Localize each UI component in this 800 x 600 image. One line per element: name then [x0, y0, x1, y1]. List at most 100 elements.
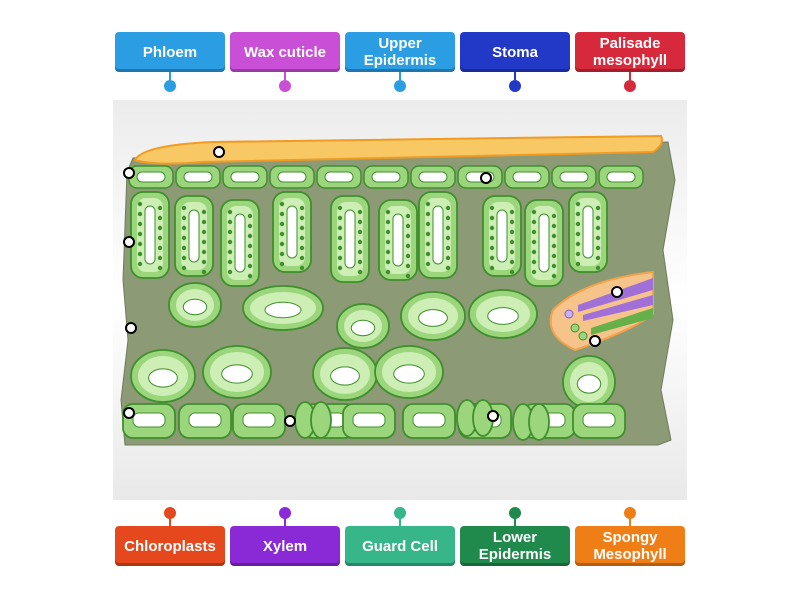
- chloroplast: [201, 229, 207, 235]
- label-lower-epidermis-text: Lower Epidermis: [478, 529, 552, 563]
- chloroplast: [509, 209, 515, 215]
- chloroplast: [405, 213, 411, 219]
- chloroplast: [575, 241, 581, 247]
- palisade-vacuole: [344, 209, 356, 269]
- label-lower-epidermis[interactable]: Lower Epidermis: [460, 526, 570, 566]
- label-xylem-text: Xylem: [262, 537, 308, 555]
- chloroplast: [299, 235, 305, 241]
- chloroplast: [227, 209, 233, 215]
- chloroplast: [509, 249, 515, 255]
- cells-group: [122, 165, 644, 441]
- chloroplast: [425, 261, 431, 267]
- chloroplast: [247, 233, 253, 239]
- chloroplast: [445, 265, 451, 271]
- hotspot-2[interactable]: [123, 167, 135, 179]
- chloroplast: [337, 265, 343, 271]
- chloroplast: [137, 261, 143, 267]
- hotspot-3[interactable]: [480, 172, 492, 184]
- chloroplast: [425, 231, 431, 237]
- label-guard-cell[interactable]: Guard Cell: [345, 526, 455, 566]
- chloroplast: [337, 215, 343, 221]
- epidermis-vacuole: [136, 171, 166, 183]
- epidermis-vacuole: [418, 171, 448, 183]
- epidermis-vacuole: [324, 171, 354, 183]
- chloroplast: [299, 245, 305, 251]
- phloem-strands: [591, 308, 653, 335]
- hotspot-9[interactable]: [284, 415, 296, 427]
- hotspot-10[interactable]: [487, 410, 499, 422]
- label-stoma-text: Stoma: [492, 43, 538, 61]
- chloroplast: [385, 219, 391, 225]
- chloroplast: [357, 269, 363, 275]
- label-chloroplasts[interactable]: Chloroplasts: [115, 526, 225, 566]
- label-xylem[interactable]: Xylem: [230, 526, 340, 566]
- spongy-vacuole: [576, 374, 602, 394]
- palisade-vacuole: [144, 205, 156, 265]
- chloroplast: [575, 201, 581, 207]
- chloroplast: [385, 229, 391, 235]
- spongy-vacuole: [182, 298, 208, 316]
- chloroplast: [247, 273, 253, 279]
- chloroplast: [551, 273, 557, 279]
- chloroplast: [279, 241, 285, 247]
- chloroplast: [595, 215, 601, 221]
- vascular-cell: [564, 309, 574, 319]
- chloroplast: [575, 231, 581, 237]
- label-phloem-text: Phloem: [142, 43, 198, 61]
- hotspot-1[interactable]: [213, 146, 225, 158]
- chloroplast: [157, 205, 163, 211]
- chloroplast: [201, 249, 207, 255]
- hotspot-7[interactable]: [589, 335, 601, 347]
- chloroplast: [509, 239, 515, 245]
- spongy-vacuole: [393, 364, 425, 384]
- chloroplast: [445, 235, 451, 241]
- chloroplast: [405, 273, 411, 279]
- vascular-bundle: [549, 270, 654, 352]
- label-phloem[interactable]: Phloem: [115, 32, 225, 72]
- epidermis-vacuole: [512, 171, 542, 183]
- epidermis-vacuole: [606, 171, 636, 183]
- chloroplast: [509, 219, 515, 225]
- hotspot-6[interactable]: [125, 322, 137, 334]
- label-wax-cuticle[interactable]: Wax cuticle: [230, 32, 340, 72]
- chloroplast: [247, 213, 253, 219]
- chloroplast: [509, 259, 515, 265]
- palisade-vacuole: [286, 205, 298, 259]
- chloroplast: [181, 205, 187, 211]
- chloroplast: [489, 215, 495, 221]
- chloroplast: [337, 245, 343, 251]
- chloroplast: [385, 269, 391, 275]
- label-palisade-mesophyll[interactable]: Palisade mesophyll: [575, 32, 685, 72]
- chloroplast: [385, 239, 391, 245]
- label-spongy-mesophyll[interactable]: Spongy Mesophyll: [575, 526, 685, 566]
- chloroplast: [181, 215, 187, 221]
- chloroplast: [247, 243, 253, 249]
- chloroplast: [299, 205, 305, 211]
- hotspot-4[interactable]: [123, 236, 135, 248]
- chloroplast: [181, 235, 187, 241]
- chloroplast: [489, 245, 495, 251]
- chloroplast: [157, 255, 163, 261]
- chloroplast: [385, 249, 391, 255]
- spongy-vacuole: [264, 301, 302, 319]
- chloroplast: [531, 229, 537, 235]
- leaf-cross-section-image: [113, 100, 687, 500]
- chloroplast: [357, 209, 363, 215]
- chloroplast: [227, 239, 233, 245]
- label-upper-epidermis[interactable]: Upper Epidermis: [345, 32, 455, 72]
- chloroplast: [137, 221, 143, 227]
- chloroplast: [247, 263, 253, 269]
- chloroplast: [157, 265, 163, 271]
- chloroplast: [405, 223, 411, 229]
- epidermis-vacuole: [412, 412, 446, 428]
- chloroplast: [425, 221, 431, 227]
- hotspot-5[interactable]: [611, 286, 623, 298]
- chloroplast: [181, 225, 187, 231]
- palisade-vacuole: [496, 209, 508, 263]
- hotspot-8[interactable]: [123, 407, 135, 419]
- label-stoma[interactable]: Stoma: [460, 32, 570, 72]
- palisade-vacuole: [392, 213, 404, 267]
- chloroplast: [595, 235, 601, 241]
- chloroplast: [489, 205, 495, 211]
- chloroplast: [551, 223, 557, 229]
